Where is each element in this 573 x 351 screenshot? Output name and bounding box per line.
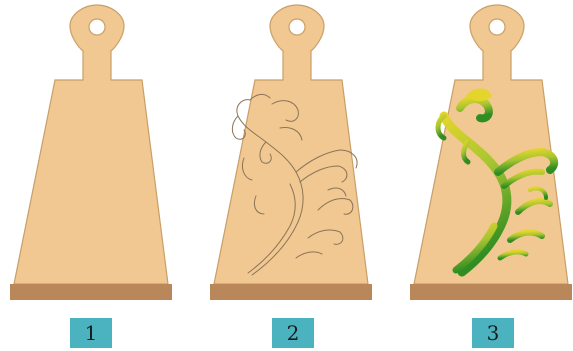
hanging-hole [289, 19, 305, 35]
step-label-3: 3 [472, 318, 514, 348]
board-top-face [214, 5, 368, 284]
step-label-2: 2 [272, 318, 314, 348]
step-label-1: 1 [70, 318, 112, 348]
board-top-face [14, 5, 168, 284]
board-base [410, 284, 572, 300]
board-base [210, 284, 372, 300]
board-base [10, 284, 172, 300]
hanging-hole [89, 19, 105, 35]
cutting-board-2 [210, 5, 372, 300]
hanging-hole [489, 19, 505, 35]
cutting-board-3 [410, 5, 572, 300]
cutting-board-1 [10, 5, 172, 300]
